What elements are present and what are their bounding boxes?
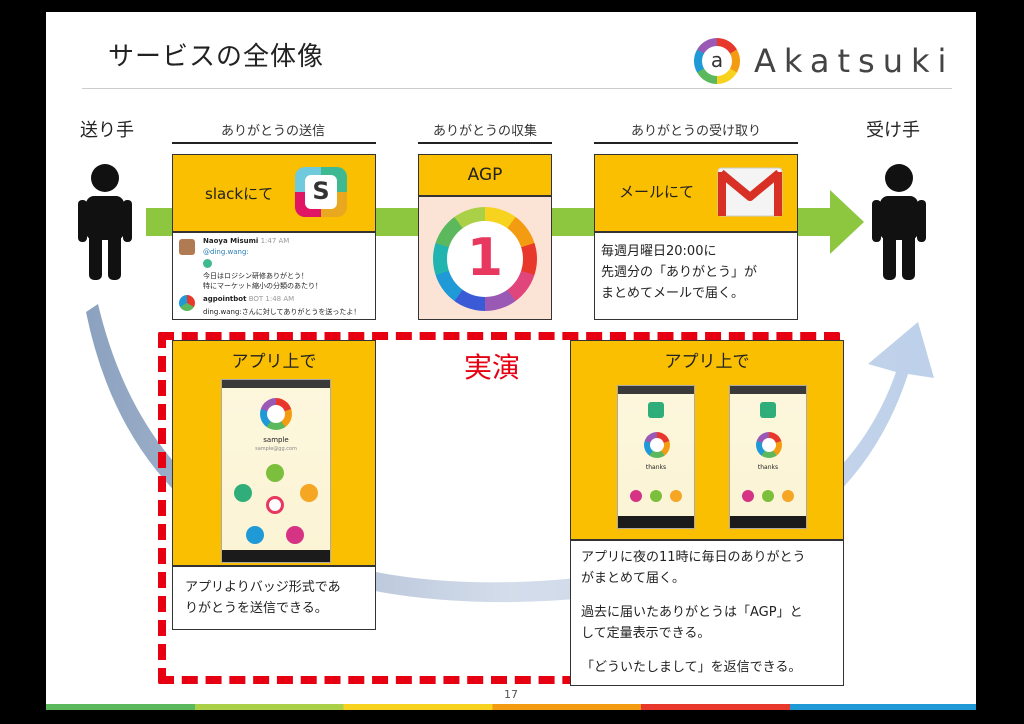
badge-sprout-icon[interactable] xyxy=(266,464,284,482)
demo-label: 実演 xyxy=(464,351,521,384)
app-right-desc-2: がまとめて届く。 xyxy=(581,571,686,586)
phone-thanks: thanks xyxy=(757,464,779,471)
title-divider xyxy=(82,88,952,89)
reply-icon-1[interactable] xyxy=(742,490,754,502)
reply-icon-3[interactable] xyxy=(670,490,682,502)
sender-label: 送り手 xyxy=(80,120,134,141)
reply-icon-1[interactable] xyxy=(630,490,642,502)
chat-bot-msg: ding.wang:さんに対してありがとうを送ったよ！ xyxy=(203,308,361,316)
app-right-box: アプリ上で thanks thanks xyxy=(570,340,844,540)
gmail-icon xyxy=(717,167,783,217)
col-line-receive xyxy=(594,142,798,144)
agp-logo-panel: 1 xyxy=(418,196,552,320)
phone-email: sample@gg.com xyxy=(255,446,297,452)
slide-title: サービスの全体像 xyxy=(108,42,325,72)
receiver-label: 受け手 xyxy=(866,120,920,141)
agp-label: AGP xyxy=(467,165,503,185)
footer-color-bar xyxy=(46,704,976,710)
app-right-desc-3: 過去に届いたありがとうは「AGP」と xyxy=(581,605,803,620)
chat-line-2: 特にマーケット縮小の分類のあたり！ xyxy=(203,282,322,290)
app-right-title: アプリ上で xyxy=(664,352,750,372)
badge-people-icon[interactable] xyxy=(286,526,304,544)
slack-box: slackにて S xyxy=(172,154,376,232)
col-header-receive: ありがとうの受け取り xyxy=(630,124,761,139)
agp-ring-icon: 1 xyxy=(433,207,537,311)
app-right-phone-2: thanks xyxy=(729,385,807,529)
mail-desc-2: 先週分の「ありがとう」が xyxy=(601,265,758,280)
reply-icon-2[interactable] xyxy=(650,490,662,502)
slack-chat-panel: Naoya Misumi 1:47 AM @ding.wang: 今日はロジシン… xyxy=(172,232,376,320)
app-right-desc-5: 「どういたしまして」を返信できる。 xyxy=(581,660,802,675)
chat-line-1: 今日はロジシン研修ありがとう！ xyxy=(203,272,308,280)
phone-badge-icon xyxy=(648,402,664,418)
phone-logo-icon xyxy=(644,432,670,458)
app-left-desc-1: アプリよりバッジ形式であ xyxy=(185,580,341,595)
page-number: 17 xyxy=(504,688,518,701)
mail-label: メールにて xyxy=(619,183,695,201)
badge-sun-icon[interactable] xyxy=(300,484,318,502)
app-left-box: アプリ上で sample sample@gg.com xyxy=(172,340,376,566)
slack-logo-icon: S xyxy=(295,167,347,217)
chat-user: Naoya Misumi xyxy=(203,237,259,245)
reply-icon-2[interactable] xyxy=(762,490,774,502)
badge-chat-icon[interactable] xyxy=(246,526,264,544)
app-right-desc: アプリに夜の11時に毎日のありがとう がまとめて届く。 過去に届いたありがとうは… xyxy=(570,540,844,686)
agp-box: AGP xyxy=(418,154,552,196)
col-header-collect: ありがとうの収集 xyxy=(432,124,537,139)
reply-icon-3[interactable] xyxy=(782,490,794,502)
badge-icon xyxy=(203,259,212,268)
receiver-person-icon xyxy=(872,164,926,280)
phone-thanks: thanks xyxy=(645,464,667,471)
bot-avatar xyxy=(179,295,195,311)
mail-desc-3: まとめてメールで届く。 xyxy=(601,286,745,301)
phone-username: sample xyxy=(263,436,289,444)
badge-book-icon[interactable] xyxy=(234,484,252,502)
app-right-phone-1: thanks xyxy=(617,385,695,529)
phone-badge-icon xyxy=(760,402,776,418)
app-left-desc-2: りがとうを送信できる。 xyxy=(185,601,328,616)
app-left-phone: sample sample@gg.com xyxy=(221,379,331,563)
app-right-desc-4: して定量表示できる。 xyxy=(581,626,711,641)
slack-label: slackにて xyxy=(205,185,274,203)
app-left-title: アプリ上で xyxy=(231,352,317,372)
slide: サービスの全体像 a Akatsuki 送り手 受け手 ありがとうの送信 ありが… xyxy=(46,12,976,710)
sender-person-icon xyxy=(78,164,132,280)
app-left-desc: アプリよりバッジ形式であ りがとうを送信できる。 xyxy=(172,566,376,630)
flow-arrow-head xyxy=(830,190,864,254)
phone-logo-icon xyxy=(260,398,292,430)
mail-desc-panel: 毎週月曜日20:00に 先週分の「ありがとう」が まとめてメールで届く。 xyxy=(594,232,798,320)
user-avatar xyxy=(179,239,195,255)
col-header-send: ありがとうの送信 xyxy=(220,124,325,139)
app-right-desc-1: アプリに夜の11時に毎日のありがとう xyxy=(581,550,806,565)
chat-bot: agpointbot xyxy=(203,295,247,303)
chat-mention: @ding.wang: xyxy=(203,248,249,256)
mail-box: メールにて xyxy=(594,154,798,232)
col-line-collect xyxy=(418,142,552,144)
col-line-send xyxy=(172,142,376,144)
phone-logo-icon xyxy=(756,432,782,458)
mail-desc-1: 毎週月曜日20:00に xyxy=(601,244,717,259)
badge-center-icon[interactable] xyxy=(266,496,284,514)
brand-name: Akatsuki xyxy=(754,42,955,80)
akatsuki-logo-icon: a xyxy=(694,38,740,84)
